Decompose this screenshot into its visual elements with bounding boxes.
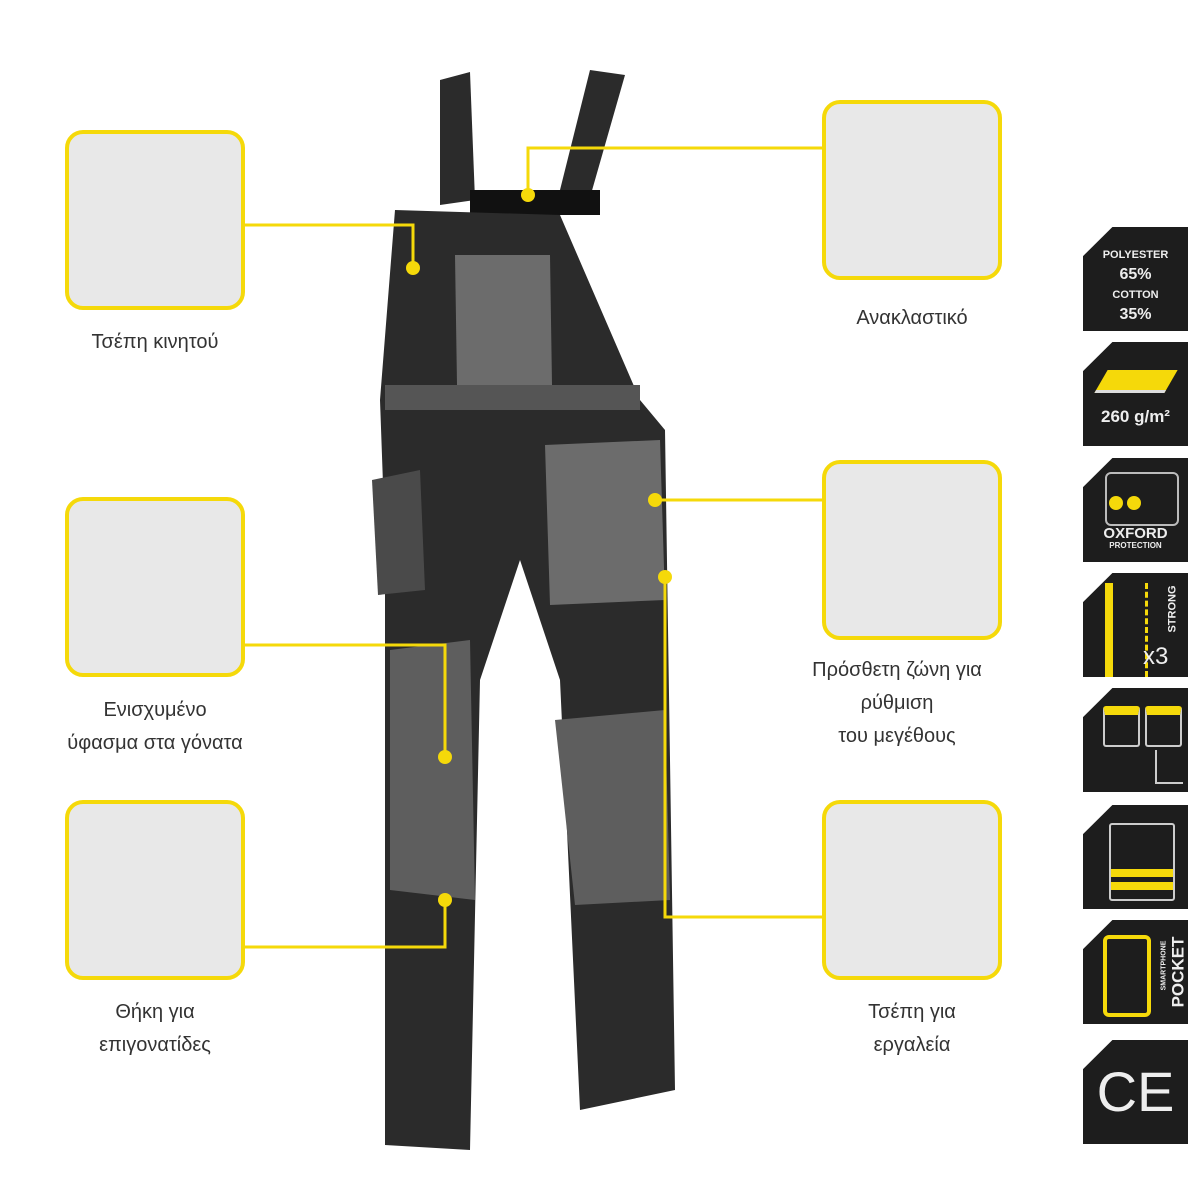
kneepad-pocket-photo bbox=[65, 800, 245, 980]
trousers-jacket-icon bbox=[1105, 472, 1179, 526]
strong-seams-badge: x3 STRONG bbox=[1083, 573, 1188, 677]
phone-pocket-photo bbox=[65, 130, 245, 310]
phone-pocket-icon bbox=[1103, 935, 1151, 1017]
seams-icon bbox=[1105, 583, 1148, 677]
fabric-icon bbox=[1093, 370, 1178, 393]
oxford-badge: OXFORD PROTECTION bbox=[1083, 458, 1188, 562]
caption-reflective: Ανακλαστικό bbox=[856, 307, 968, 329]
pockets-badge bbox=[1083, 688, 1188, 792]
connector-dots bbox=[406, 188, 672, 907]
pockets-icon bbox=[1103, 706, 1140, 747]
reflective-photo bbox=[822, 100, 1002, 280]
reflective-vest-badge bbox=[1083, 805, 1188, 909]
ce-mark-badge: CE bbox=[1083, 1040, 1188, 1144]
overalls bbox=[372, 70, 675, 1150]
caption-phone-pocket: Τσέπη κινητού bbox=[91, 331, 219, 353]
vest-icon bbox=[1109, 823, 1175, 901]
weight-badge: 260 g/m² bbox=[1083, 342, 1188, 446]
smartphone-pocket-badge: SMARTPHONE POCKET bbox=[1083, 920, 1188, 1024]
tool-pocket-photo bbox=[822, 800, 1002, 980]
knee-reinforcement-photo bbox=[65, 497, 245, 677]
size-belt-photo bbox=[822, 460, 1002, 640]
connector-lines bbox=[245, 146, 822, 949]
